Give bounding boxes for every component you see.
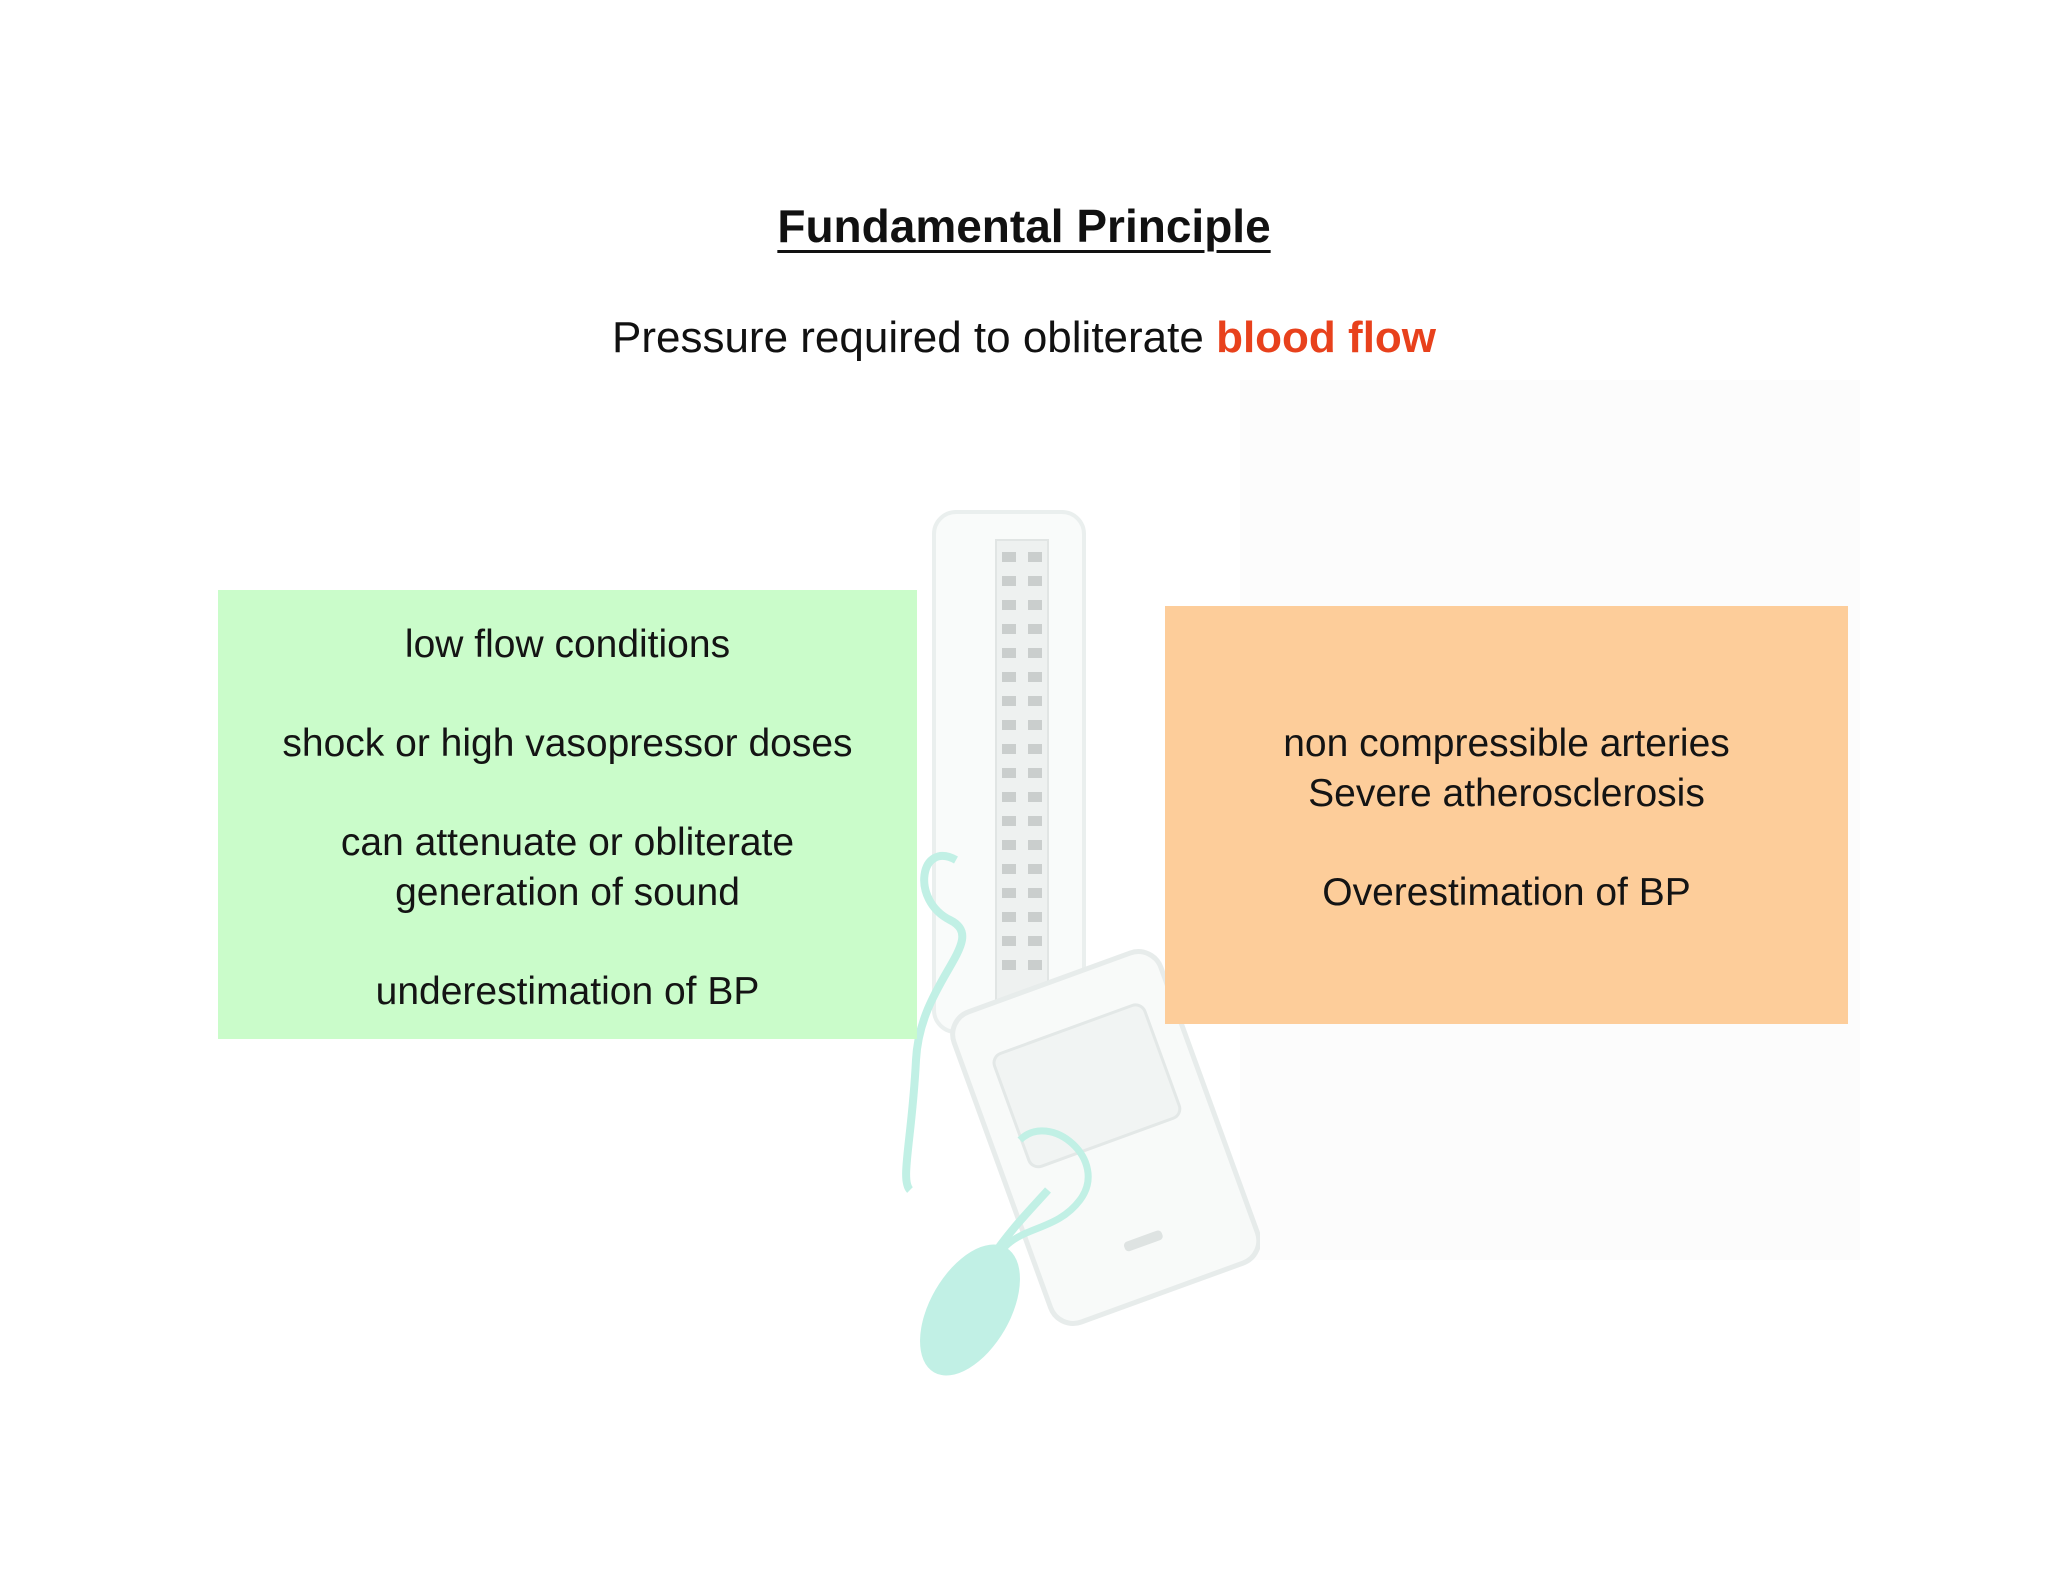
subtitle-highlight: blood flow	[1216, 313, 1437, 362]
slide-title: Fundamental Principle	[0, 196, 2048, 256]
left-box-line: underestimation of BP	[375, 970, 760, 1013]
left-info-box: low flow conditions shock or high vasopr…	[218, 590, 917, 1039]
title-text: Fundamental Principle	[777, 200, 1271, 252]
left-box-line: generation of sound	[395, 871, 740, 914]
right-box-line: non compressible arteries	[1283, 722, 1730, 765]
left-box-line: shock or high vasopressor doses	[282, 722, 853, 765]
sphygmomanometer-icon	[902, 510, 1260, 1376]
left-box-line: can attenuate or obliterate	[340, 821, 795, 864]
subtitle-text: Pressure required to obliterate	[611, 313, 1217, 362]
slide-subtitle: Pressure required to obliterate blood fl…	[0, 308, 2048, 368]
right-box-line: Severe atherosclerosis	[1308, 772, 1705, 815]
right-info-box: non compressible arteries Severe atheros…	[1165, 606, 1848, 1024]
right-box-line: Overestimation of BP	[1322, 871, 1691, 914]
left-box-line: low flow conditions	[404, 623, 731, 666]
